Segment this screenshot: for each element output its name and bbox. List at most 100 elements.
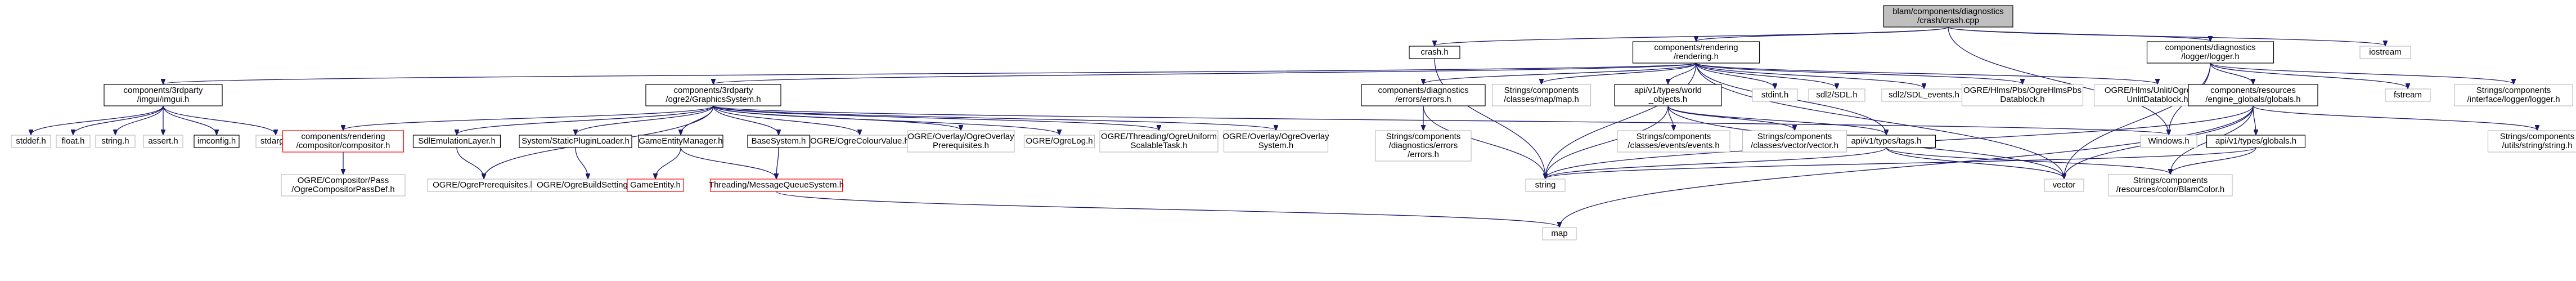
node-imgui-h[interactable]: components/3rdparty/imgui/imgui.h xyxy=(104,84,223,106)
node-vector[interactable]: vector xyxy=(2044,179,2084,192)
node-sdlemulationlayer-h-box[interactable] xyxy=(412,135,501,148)
node-messagequeuesystem-h-box[interactable] xyxy=(709,179,843,192)
node-sdl2-sdl-h-box[interactable] xyxy=(1808,88,1865,102)
node-iostream-box[interactable] xyxy=(2359,46,2411,59)
node-strings-vector-h[interactable]: Strings/components/classes/vector/vector… xyxy=(1742,130,1847,153)
node-map-box[interactable] xyxy=(1542,227,1577,240)
edge-staticplugin-to-buildsettings xyxy=(575,147,588,179)
node-crash-cpp-box[interactable] xyxy=(1883,5,2013,28)
node-gameentity-h-box[interactable] xyxy=(627,179,684,192)
node-ogre-overlay-prerequisites-box[interactable] xyxy=(907,130,1015,153)
node-iostream[interactable]: iostream xyxy=(2359,46,2411,59)
node-sdl2-events-h[interactable]: sdl2/SDL_events.h xyxy=(1881,88,1967,102)
node-string-h-box[interactable] xyxy=(95,135,136,148)
node-rendering-h[interactable]: components/rendering/rendering.h xyxy=(1632,41,1760,64)
node-world-objects-h[interactable]: api/v1/types/world_objects.h xyxy=(1614,84,1722,106)
node-ogre-ogrelog-h-box[interactable] xyxy=(1023,135,1095,148)
edge-globals-to-types_globals xyxy=(2253,105,2256,135)
node-crash-h-box[interactable] xyxy=(1409,46,1460,59)
node-errors-h-box[interactable] xyxy=(1361,84,1486,106)
node-assert-h-box[interactable] xyxy=(143,135,183,148)
node-types-globals-h[interactable]: api/v1/types/globals.h xyxy=(2206,135,2306,148)
node-ogre-threading-uniform-box[interactable] xyxy=(1099,130,1219,153)
node-fstream-box[interactable] xyxy=(2385,88,2431,102)
node-errors-h[interactable]: components/diagnostics/errors/errors.h xyxy=(1361,84,1486,106)
node-types-globals-h-box[interactable] xyxy=(2206,135,2306,148)
node-ogre-overlay-system-box[interactable] xyxy=(1223,130,1329,153)
node-strings-events-h[interactable]: Strings/components/classes/events/events… xyxy=(1617,130,1730,153)
node-ogre-ogrelog-h[interactable]: OGRE/OgreLog.h xyxy=(1023,135,1095,148)
node-float-h[interactable]: float.h xyxy=(56,135,91,148)
edge-ogre2-to-threading_uniform xyxy=(713,105,1159,130)
node-windows-h[interactable]: Windows.h xyxy=(2140,135,2197,148)
node-gameentitymanager-h-box[interactable] xyxy=(638,135,723,148)
node-gameentity-h-label-line: GameEntity.h xyxy=(630,180,681,190)
node-imgui-h-box[interactable] xyxy=(104,84,223,106)
node-messagequeuesystem-h[interactable]: Threading/MessageQueueSystem.h xyxy=(709,179,844,192)
node-sdl2-sdl-h[interactable]: sdl2/SDL.h xyxy=(1808,88,1865,102)
node-ogre-hlms-pbs-box[interactable] xyxy=(1961,84,2084,106)
node-staticpluginloader-h-box[interactable] xyxy=(519,135,632,148)
edge-imgui-to-string_h xyxy=(115,105,164,135)
node-vector-box[interactable] xyxy=(2044,179,2084,192)
node-world-objects-h-box[interactable] xyxy=(1614,84,1722,106)
node-logger-h-box[interactable] xyxy=(2146,41,2274,64)
edge-rendering-to-ogre2 xyxy=(713,63,1697,84)
node-strings-errors-h-box[interactable] xyxy=(1375,130,1472,162)
node-globals-h-label-line: /engine_globals/globals.h xyxy=(2205,95,2300,104)
node-ogre-compositorpassdef-box[interactable] xyxy=(281,174,406,197)
node-blamcolor-h[interactable]: Strings/components/resources/color/BlamC… xyxy=(2108,174,2233,197)
node-strings-map-h-box[interactable] xyxy=(1491,84,1592,106)
node-fstream[interactable]: fstream xyxy=(2385,88,2431,102)
node-logger-h[interactable]: components/diagnostics/logger/logger.h xyxy=(2146,41,2274,64)
node-strings-events-h-box[interactable] xyxy=(1617,130,1730,153)
node-ogre2-graphicssystem-h[interactable]: components/3rdparty/ogre2/GraphicsSystem… xyxy=(645,84,781,106)
node-strings-logger-h[interactable]: Strings/components/interface/logger/logg… xyxy=(2454,84,2573,106)
node-string-h[interactable]: string.h xyxy=(95,135,136,148)
node-string[interactable]: string xyxy=(1525,179,1566,192)
node-basesystem-h-box[interactable] xyxy=(747,135,810,148)
node-crash-h[interactable]: crash.h xyxy=(1409,46,1460,59)
node-crash-cpp[interactable]: blam/components/diagnostics/crash/crash.… xyxy=(1883,5,2013,28)
node-strings-map-h[interactable]: Strings/components/classes/map/map.h xyxy=(1491,84,1592,106)
node-strings-logger-h-box[interactable] xyxy=(2454,84,2573,106)
node-imconfig-h[interactable]: imconfig.h xyxy=(194,135,240,148)
node-assert-h[interactable]: assert.h xyxy=(143,135,183,148)
node-compositor-h-box[interactable] xyxy=(282,130,404,153)
node-windows-h-box[interactable] xyxy=(2140,135,2197,148)
node-stddef-h[interactable]: stddef.h xyxy=(11,135,51,148)
node-sdlemulationlayer-h[interactable]: SdlEmulationLayer.h xyxy=(412,135,501,148)
node-strings-errors-h-label-line: Strings/components xyxy=(1386,132,1461,141)
edge-globals-to-string_str xyxy=(2253,105,2537,130)
node-map[interactable]: map xyxy=(1542,227,1577,240)
node-stddef-h-box[interactable] xyxy=(11,135,51,148)
node-gameentity-h[interactable]: GameEntity.h xyxy=(627,179,684,192)
node-ogre-compositorpassdef[interactable]: OGRE/Compositor/Pass/OgreCompositorPassD… xyxy=(281,174,406,197)
node-string-box[interactable] xyxy=(1525,179,1566,192)
node-gameentitymanager-h[interactable]: GameEntityManager.h xyxy=(638,135,723,148)
node-ogre-colourvalue-h[interactable]: OGRE/OgreColourValue.h xyxy=(810,135,910,148)
node-ogre-prerequisites-h[interactable]: OGRE/OgrePrerequisites.h xyxy=(427,179,541,192)
node-blamcolor-h-box[interactable] xyxy=(2108,174,2233,197)
node-stdint-h-box[interactable] xyxy=(1752,88,1798,102)
node-globals-h-box[interactable] xyxy=(2188,84,2318,106)
node-imconfig-h-box[interactable] xyxy=(194,135,240,148)
node-strings-vector-h-box[interactable] xyxy=(1742,130,1847,153)
node-strings-errors-h[interactable]: Strings/components/diagnostics/errors/er… xyxy=(1375,130,1472,162)
node-compositor-h[interactable]: components/rendering/compositor/composit… xyxy=(282,130,404,153)
node-strings-string-h-box[interactable] xyxy=(2487,130,2576,153)
node-strings-string-h[interactable]: Strings/components/utils/string/string.h xyxy=(2487,130,2576,153)
node-stdint-h[interactable]: stdint.h xyxy=(1752,88,1798,102)
node-rendering-h-box[interactable] xyxy=(1632,41,1760,64)
node-ogre-buildsettings-h[interactable]: OGRE/OgreBuildSettings.h xyxy=(531,179,645,192)
node-staticpluginloader-h[interactable]: System/StaticPluginLoader.h xyxy=(519,135,632,148)
node-ogre2-graphicssystem-h-box[interactable] xyxy=(645,84,781,106)
node-basesystem-h[interactable]: BaseSystem.h xyxy=(747,135,810,148)
node-float-h-box[interactable] xyxy=(56,135,91,148)
node-tags-h[interactable]: api/v1/types/tags.h xyxy=(1836,135,1936,148)
node-globals-h[interactable]: components/resources/engine_globals/glob… xyxy=(2188,84,2318,106)
